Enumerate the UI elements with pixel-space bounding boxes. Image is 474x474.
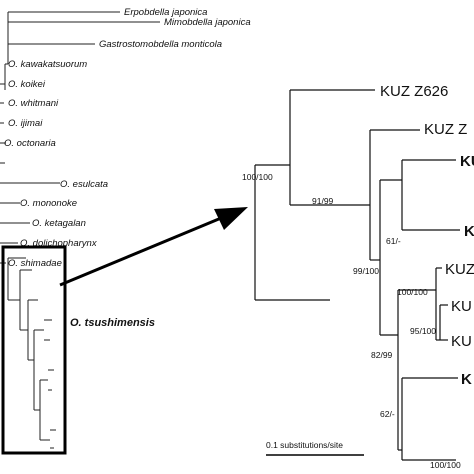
support-value: 61/- bbox=[386, 236, 401, 246]
support-value: 99/100 bbox=[353, 266, 379, 276]
taxon-o-mononoke: O. mononoke bbox=[20, 198, 77, 209]
taxon-o-octonaria: O. octonaria bbox=[4, 138, 56, 149]
scale-bar-label: 0.1 substitutions/site bbox=[266, 440, 343, 450]
support-value: 91/99 bbox=[312, 196, 334, 206]
tip-label: KUZ Z626 bbox=[380, 83, 448, 100]
tip-label: KU bbox=[451, 298, 472, 315]
support-value: 100/100 bbox=[397, 287, 428, 297]
taxon-o-dolichopharynx: O. dolichopharynx bbox=[20, 238, 98, 249]
support-value: 62/- bbox=[380, 409, 395, 419]
taxon-o-esulcata: O. esulcata bbox=[60, 179, 108, 190]
highlight-box bbox=[1, 245, 67, 455]
taxon-erpobdella-japonica: Erpobdella japonica bbox=[124, 7, 207, 18]
right-tree: 100/100 91/99 61/- 99/100 100/100 95/100… bbox=[242, 83, 474, 470]
taxon-mimobdella-japonica: Mimobdella japonica bbox=[164, 17, 251, 28]
taxon-o-koikei: O. koikei bbox=[8, 79, 46, 90]
left-tree: Erpobdella japonica Mimobdella japonica … bbox=[0, 7, 251, 455]
taxon-o-ketagalan: O. ketagalan bbox=[32, 218, 86, 229]
taxon-o-whitmani: O. whitmani bbox=[8, 98, 59, 109]
tip-label: K bbox=[461, 371, 472, 388]
support-value: 100/100 bbox=[430, 460, 461, 470]
support-value: 95/100 bbox=[410, 326, 436, 336]
tip-label: KU bbox=[451, 333, 472, 350]
taxon-o-ijimai: O. ijimai bbox=[8, 118, 43, 129]
tip-label: KU bbox=[460, 153, 474, 170]
zoom-arrow bbox=[59, 207, 248, 287]
tip-label: K bbox=[464, 223, 474, 240]
tip-label: KUZ Z bbox=[424, 121, 467, 138]
taxon-o-shimadae: O. shimadae bbox=[8, 258, 62, 269]
clade-label-o-tsushimensis: O. tsushimensis bbox=[70, 317, 155, 329]
taxon-o-kawakatsuorum: O. kawakatsuorum bbox=[8, 59, 87, 70]
tip-label: KUZ bbox=[445, 261, 474, 278]
support-value: 82/99 bbox=[371, 350, 393, 360]
support-value: 100/100 bbox=[242, 172, 273, 182]
taxon-gastrostomobdella-monticola: Gastrostomobdella monticola bbox=[99, 39, 222, 50]
